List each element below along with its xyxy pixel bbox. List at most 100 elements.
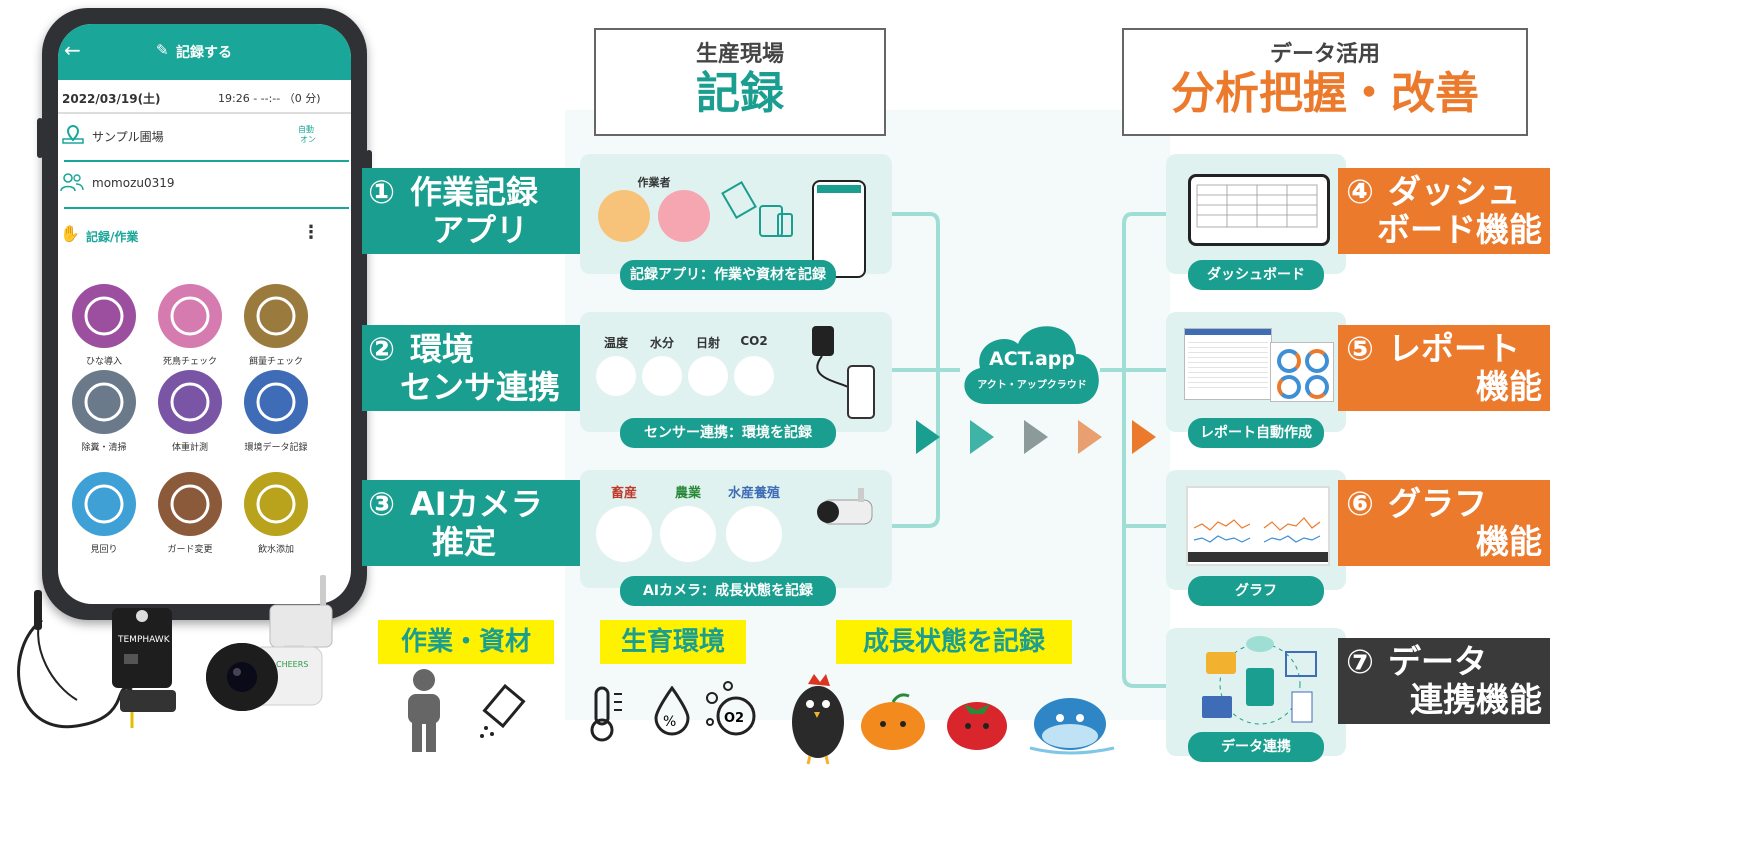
cloud-app-name: ACT.app [989, 348, 1075, 370]
label-number: ① [368, 173, 396, 211]
thermometer-icon [590, 686, 622, 742]
feed-icon[interactable] [244, 284, 308, 348]
sensor-metric-label: CO2 [740, 334, 768, 348]
header-small: データ活用 [1269, 42, 1380, 67]
icon-label: 飲水添加 [257, 545, 294, 555]
tag-growth-environment: 生育環境 [600, 620, 746, 664]
thermometer-icon[interactable] [244, 370, 308, 434]
sensor-metric-label: 日射 [695, 336, 720, 350]
sensor-metric-icon [688, 356, 728, 396]
section-row: ✋ 記録/作業 ⋮ [58, 222, 351, 254]
divider [58, 112, 351, 114]
fertilizer-pour-icon [480, 684, 526, 738]
pill-data-link: データ連携 [1188, 732, 1324, 762]
card-report [1166, 312, 1346, 432]
pill-sensor: センサー連携：環境を記録 [620, 418, 836, 448]
divider [64, 160, 349, 162]
icon-label: 除糞・清掃 [81, 443, 127, 453]
mini-phone-icon [812, 180, 866, 278]
sensor-metric-icon [596, 356, 636, 396]
pill-graph: グラフ [1188, 576, 1324, 606]
icon-label: 環境データ記録 [244, 443, 308, 453]
sensor-device-icon [812, 326, 875, 419]
pill-record-app: 記録アプリ：作業や資材を記録 [620, 260, 836, 290]
header-big: 記録 [696, 68, 784, 119]
icon-label: 餌量チェック [248, 357, 303, 367]
chicken-character-icon [792, 674, 844, 765]
label-number: ③ [368, 485, 396, 523]
guard-icon[interactable] [158, 472, 222, 536]
label-line2: 推定 [432, 523, 497, 561]
pill-ai-camera: AIカメラ：成長状態を記録 [620, 576, 836, 606]
label-number: ② [368, 330, 396, 368]
flow-arrow-icon [970, 420, 994, 454]
label-line2: アプリ [432, 211, 529, 249]
card-record-app: 作業者 [580, 154, 892, 278]
scale-icon[interactable] [158, 370, 222, 434]
cloud-icon [964, 326, 1099, 404]
record-date: 2022/03/19(土) [62, 92, 161, 106]
sensor-brand: TEMPHAWK [117, 635, 171, 645]
sensor-metric-icon [734, 356, 774, 396]
users-icon [60, 173, 84, 192]
label-line1: 環境 [410, 330, 475, 368]
magnifier-icon[interactable] [72, 472, 136, 536]
graph-screen-icon [1186, 486, 1330, 566]
icon-label: 見回り [90, 545, 118, 555]
label-work-record-app: ① 作業記録 アプリ [362, 168, 582, 254]
label-line1: 作業記録 [410, 173, 539, 211]
label-number: ⑦ [1346, 642, 1374, 681]
label-line1: データ [1388, 642, 1487, 681]
user-row[interactable]: momozu0319 [58, 170, 351, 210]
card-ai-camera: 畜産農業水産養殖 [580, 470, 892, 588]
icon-label: 体重計測 [171, 443, 208, 453]
auto-label: 自動 [298, 125, 314, 134]
chick-icon[interactable] [158, 284, 222, 348]
label-line1: レポート [1388, 329, 1520, 368]
label-environment-sensor: ② 環境 センサ連携 [362, 325, 582, 411]
report-chart-icon [1270, 342, 1334, 402]
more-menu-icon[interactable]: ⋮ [302, 222, 320, 243]
date-row[interactable]: 2022/03/19(土) 19:26 - --:-- （0 分) [58, 90, 351, 120]
data-link-icons [1202, 636, 1317, 725]
sensor-metric-label: 水分 [649, 336, 674, 350]
app-title: 記録する [176, 45, 232, 61]
mandarin-character-icon [861, 693, 925, 750]
pill-dashboard: ダッシュボード [1188, 260, 1324, 290]
camera-brand: CHEERS [276, 660, 308, 669]
water-icon[interactable] [244, 472, 308, 536]
flow-arrow-icon [1024, 420, 1048, 454]
line-graph-icon [1188, 517, 1328, 562]
report-sheet-icon [1184, 328, 1272, 400]
auto-state[interactable]: オン [300, 135, 316, 144]
oxygen-icon: O2 [706, 681, 756, 736]
label-line2: 機能 [1476, 522, 1542, 561]
pill-report: レポート自動作成 [1188, 418, 1324, 448]
label-number: ④ [1346, 172, 1374, 211]
person-icon [408, 669, 440, 752]
flow-arrow-icon [1078, 420, 1102, 454]
camera-domain-label: 農業 [674, 486, 701, 501]
label-line1: グラフ [1388, 484, 1487, 523]
label-line2: ボード機能 [1377, 210, 1542, 249]
spray-icon[interactable] [72, 370, 136, 434]
camera-domain-icon [660, 506, 716, 562]
worker-caption: 作業者 [637, 176, 671, 189]
header-data-utilization: データ活用 分析把握・改善 [1122, 28, 1528, 136]
header-production-record: 生産現場 記録 [594, 28, 886, 136]
phone-screen: ← ✎ 記録する 2022/03/19(土) 19:26 - --:-- （0 … [58, 24, 351, 604]
phone-side-button [37, 118, 43, 158]
username: momozu0319 [92, 176, 175, 190]
back-arrow-icon[interactable]: ← [64, 38, 81, 62]
farm-row[interactable]: サンプル圃場 自動 オン [58, 122, 351, 162]
house-icon[interactable] [72, 284, 136, 348]
pencil-icon: ✎ [156, 41, 169, 59]
header-big: 分析把握・改善 [1171, 68, 1479, 119]
farm-name: サンプル圃場 [92, 130, 164, 144]
map-pin-icon [62, 124, 84, 144]
section-title: 記録/作業 [86, 230, 139, 244]
